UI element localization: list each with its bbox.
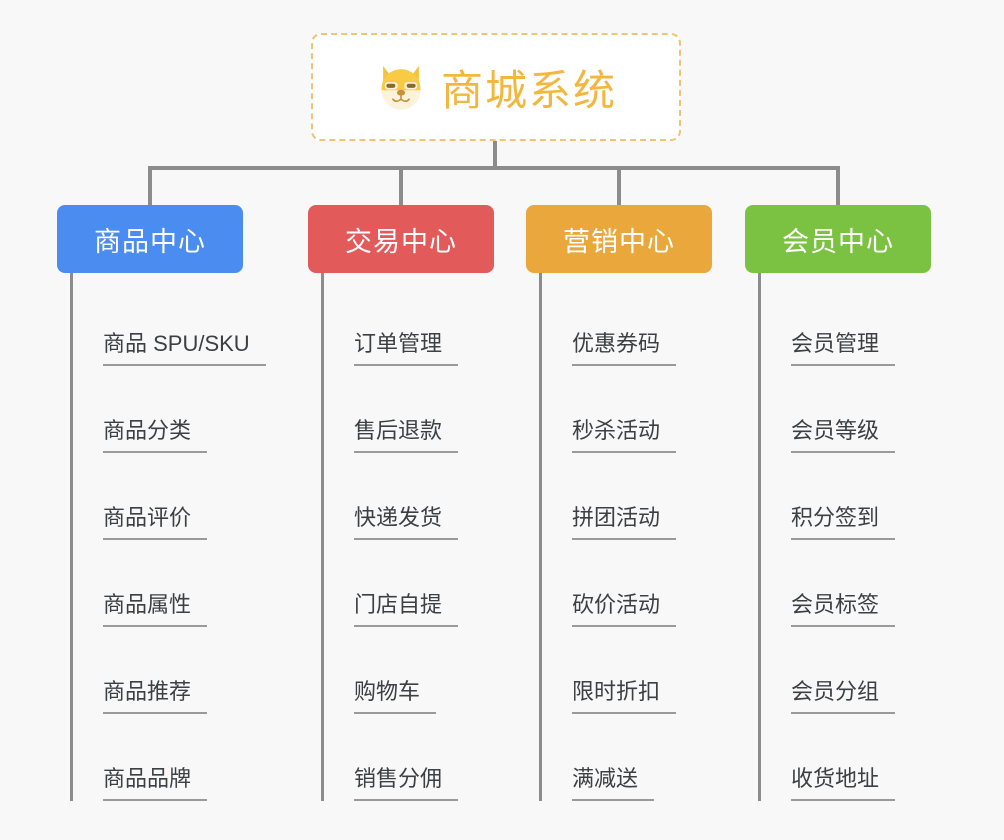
- category-label: 会员中心: [782, 226, 894, 257]
- leaf-item[interactable]: 商品推荐: [73, 627, 307, 714]
- leaf-item[interactable]: 满减送: [542, 714, 758, 801]
- connector-horizontal-bar: [148, 166, 840, 170]
- leaf-item[interactable]: 订单管理: [324, 279, 540, 366]
- category-column-product: 商品中心 商品 SPU/SKU 商品分类 商品评价 商品属性 商品推荐 商品品牌: [57, 205, 307, 801]
- leaf-item-label: 会员等级: [791, 413, 896, 453]
- leaf-item[interactable]: 秒杀活动: [542, 366, 758, 453]
- leaf-item[interactable]: 商品评价: [73, 453, 307, 540]
- leaf-item-label: 会员管理: [791, 326, 896, 366]
- leaf-item[interactable]: 优惠券码: [542, 279, 758, 366]
- root-node-shopping-mall-system[interactable]: 商城系统: [311, 33, 681, 141]
- leaf-item-label: 限时折扣: [572, 674, 677, 714]
- leaf-item-label: 商品评价: [103, 500, 208, 540]
- leaf-item[interactable]: 售后退款: [324, 366, 540, 453]
- leaf-item[interactable]: 积分签到: [761, 453, 977, 540]
- leaf-item[interactable]: 限时折扣: [542, 627, 758, 714]
- leaf-item-label: 销售分佣: [354, 761, 459, 801]
- category-label: 营销中心: [563, 226, 675, 257]
- leaf-list-member: 会员管理 会员等级 积分签到 会员标签 会员分组 收货地址: [758, 273, 977, 801]
- connector-drop-2: [399, 166, 403, 206]
- leaf-item-label: 订单管理: [354, 326, 459, 366]
- leaf-list-trade: 订单管理 售后退款 快递发货 门店自提 购物车 销售分佣: [321, 273, 540, 801]
- category-box-product[interactable]: 商品中心: [57, 205, 243, 273]
- leaf-item-label: 秒杀活动: [572, 413, 677, 453]
- leaf-item-label: 会员分组: [791, 674, 896, 714]
- leaf-item-label: 快递发货: [354, 500, 459, 540]
- leaf-item[interactable]: 购物车: [324, 627, 540, 714]
- leaf-item[interactable]: 快递发货: [324, 453, 540, 540]
- category-box-member[interactable]: 会员中心: [745, 205, 931, 273]
- connector-drop-1: [148, 166, 152, 206]
- leaf-item-label: 拼团活动: [572, 500, 677, 540]
- category-column-trade: 交易中心 订单管理 售后退款 快递发货 门店自提 购物车 销售分佣: [308, 205, 540, 801]
- leaf-item[interactable]: 会员标签: [761, 540, 977, 627]
- leaf-item-label: 砍价活动: [572, 587, 677, 627]
- leaf-item[interactable]: 拼团活动: [542, 453, 758, 540]
- leaf-item-label: 商品推荐: [103, 674, 208, 714]
- category-label: 商品中心: [94, 226, 206, 257]
- category-box-trade[interactable]: 交易中心: [308, 205, 494, 273]
- leaf-item[interactable]: 商品品牌: [73, 714, 307, 801]
- leaf-item[interactable]: 收货地址: [761, 714, 977, 801]
- category-column-member: 会员中心 会员管理 会员等级 积分签到 会员标签 会员分组 收货地址: [745, 205, 977, 801]
- dog-face-icon: [375, 61, 427, 113]
- leaf-item[interactable]: 砍价活动: [542, 540, 758, 627]
- category-box-marketing[interactable]: 营销中心: [526, 205, 712, 273]
- leaf-item-label: 商品品牌: [103, 761, 208, 801]
- leaf-item[interactable]: 商品 SPU/SKU: [73, 279, 307, 366]
- category-column-marketing: 营销中心 优惠券码 秒杀活动 拼团活动 砍价活动 限时折扣 满减送: [526, 205, 758, 801]
- leaf-list-product: 商品 SPU/SKU 商品分类 商品评价 商品属性 商品推荐 商品品牌: [70, 273, 307, 801]
- leaf-item-label: 售后退款: [354, 413, 459, 453]
- leaf-item-label: 商品分类: [103, 413, 208, 453]
- connector-drop-3: [617, 166, 621, 206]
- leaf-item[interactable]: 会员分组: [761, 627, 977, 714]
- leaf-item[interactable]: 商品属性: [73, 540, 307, 627]
- leaf-item-label: 商品属性: [103, 587, 208, 627]
- leaf-item-label: 商品 SPU/SKU: [103, 326, 266, 366]
- leaf-item[interactable]: 会员等级: [761, 366, 977, 453]
- leaf-item-label: 会员标签: [791, 587, 896, 627]
- leaf-item[interactable]: 门店自提: [324, 540, 540, 627]
- category-label: 交易中心: [345, 226, 457, 257]
- root-node-title: 商城系统: [440, 66, 617, 114]
- leaf-item-label: 门店自提: [354, 587, 459, 627]
- leaf-item-label: 收货地址: [791, 761, 896, 801]
- leaf-item[interactable]: 会员管理: [761, 279, 977, 366]
- connector-drop-4: [836, 166, 840, 206]
- leaf-item[interactable]: 销售分佣: [324, 714, 540, 801]
- leaf-item-label: 购物车: [354, 674, 437, 714]
- leaf-item[interactable]: 商品分类: [73, 366, 307, 453]
- leaf-item-label: 积分签到: [791, 500, 896, 540]
- leaf-item-label: 优惠券码: [572, 326, 677, 366]
- leaf-item-label: 满减送: [572, 761, 655, 801]
- connector-stem: [493, 141, 497, 169]
- leaf-list-marketing: 优惠券码 秒杀活动 拼团活动 砍价活动 限时折扣 满减送: [539, 273, 758, 801]
